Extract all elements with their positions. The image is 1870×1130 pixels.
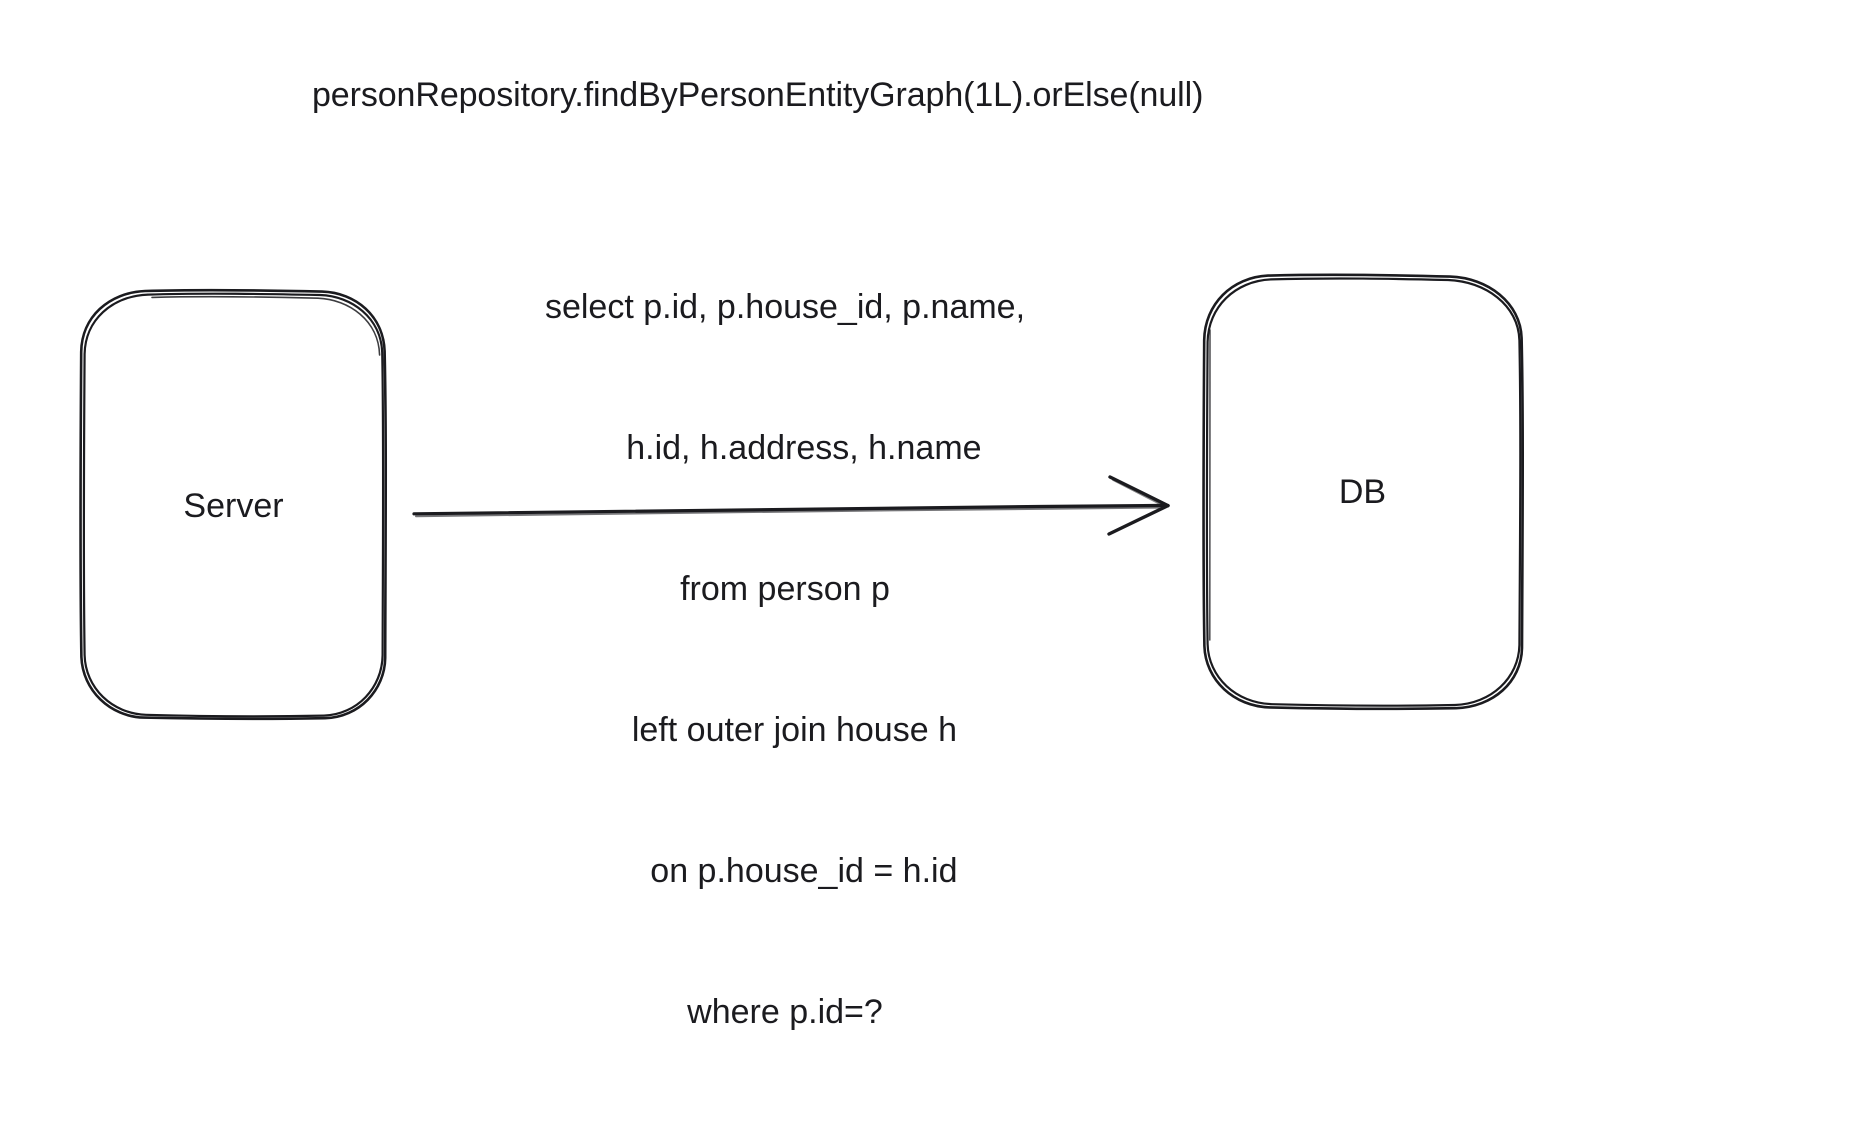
sql-line-columns: h.id, h.address, h.name — [588, 429, 982, 467]
sql-line-from: from person p — [680, 570, 890, 608]
db-node-label: DB — [1338, 473, 1387, 511]
sql-line-on: on p.house_id = h.id — [612, 852, 958, 890]
sql-line-select: select p.id, p.house_id, p.name, — [544, 288, 1026, 326]
server-node-label: Server — [183, 487, 284, 525]
sql-line-where: where p.id=? — [687, 993, 883, 1031]
sql-line-join: left outer join house h — [612, 711, 957, 749]
diagram-canvas: personRepository.findByPersonEntityGraph… — [79, 76, 1525, 1031]
sql-query-label: select p.id, p.house_id, p.name, h.id, h… — [435, 190, 1135, 1130]
diagram-title: personRepository.findByPersonEntityGraph… — [312, 76, 1204, 114]
